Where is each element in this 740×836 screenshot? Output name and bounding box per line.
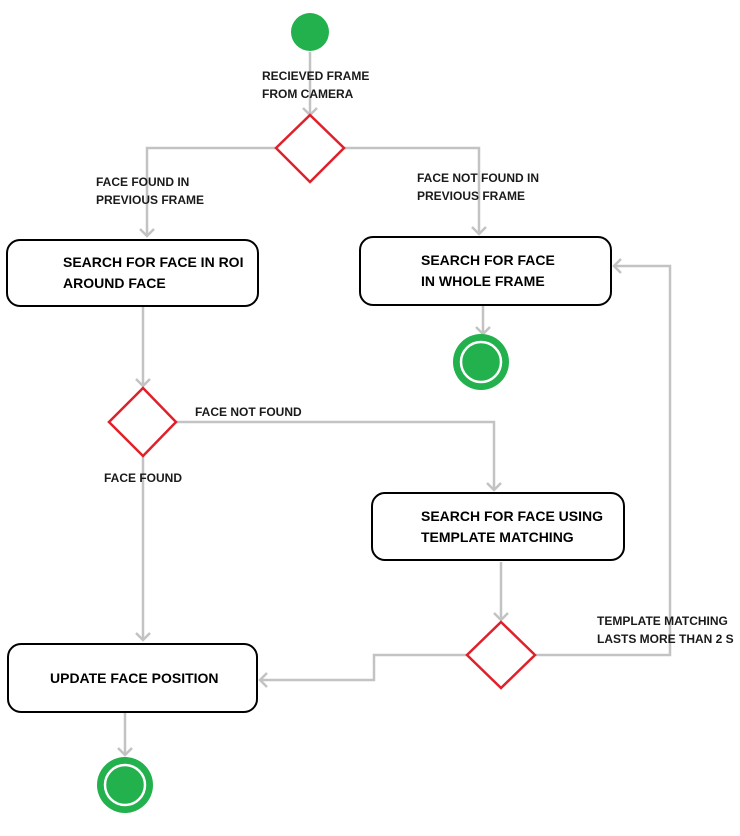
action-search-whole-frame-label: SEARCH FOR FACE IN WHOLE FRAME (421, 252, 555, 289)
arrowhead (139, 228, 155, 238)
action-update-position: UPDATE FACE POSITION (7, 643, 258, 713)
action-search-roi: SEARCH FOR FACE IN ROI AROUND FACE (6, 239, 259, 307)
label-face-found: FACE FOUND (104, 469, 182, 487)
label-face-found-prev: FACE FOUND IN PREVIOUS FRAME (96, 173, 204, 209)
arrowhead (486, 482, 502, 492)
connector-template-to-update (260, 653, 468, 682)
label-face-not-found-text: FACE NOT FOUND (195, 405, 302, 419)
label-face-not-found-prev: FACE NOT FOUND IN PREVIOUS FRAME (417, 169, 539, 205)
label-template-timeout-line1: TEMPLATE MATCHING (597, 614, 728, 628)
action-search-template-label: SEARCH FOR FACE USING TEMPLATE MATCHING (421, 507, 604, 545)
label-received-frame-line1: RECIEVED FRAME (262, 69, 370, 83)
connector-face-not-found (176, 420, 496, 490)
label-template-timeout-line2: LASTS MORE THAN 2 S (597, 632, 734, 646)
arrowhead (493, 612, 509, 622)
label-face-not-found-prev-line2: PREVIOUS FRAME (417, 189, 526, 203)
arrowhead (612, 258, 622, 274)
label-face-not-found-prev-line1: FACE NOT FOUND IN (417, 171, 539, 185)
action-search-whole-frame: SEARCH FOR FACE IN WHOLE FRAME (359, 236, 612, 306)
arrowhead (117, 747, 133, 757)
action-update-position-label: UPDATE FACE POSITION (50, 669, 219, 686)
action-search-roi-label: SEARCH FOR FACE IN ROI AROUND FACE (63, 254, 244, 291)
label-received-frame: RECIEVED FRAME FROM CAMERA (262, 67, 369, 103)
connector-template-timeout (536, 264, 672, 657)
start-node (291, 13, 329, 51)
arrowhead (475, 326, 491, 336)
label-template-timeout: TEMPLATE MATCHING LASTS MORE THAN 2 S (597, 612, 734, 648)
arrowhead (135, 378, 151, 388)
end-node-whole-frame (453, 334, 509, 390)
label-face-found-prev-line1: FACE FOUND IN (96, 175, 190, 189)
label-face-found-text: FACE FOUND (104, 471, 182, 485)
decision-frame-source (274, 113, 346, 184)
label-face-found-prev-line2: PREVIOUS FRAME (96, 193, 205, 207)
connectors (117, 52, 672, 757)
decision-roi-result (107, 386, 178, 458)
end-node-update (97, 757, 153, 813)
arrowhead (258, 672, 268, 688)
label-face-not-found: FACE NOT FOUND (195, 403, 302, 421)
connector-face-found-prev (145, 146, 278, 236)
action-search-template: SEARCH FOR FACE USING TEMPLATE MATCHING (371, 492, 625, 561)
label-received-frame-line2: FROM CAMERA (262, 87, 354, 101)
arrowhead (471, 226, 487, 236)
connector-face-not-found-prev (344, 146, 481, 234)
decision-template-timeout (465, 620, 537, 690)
arrowhead (135, 632, 151, 642)
